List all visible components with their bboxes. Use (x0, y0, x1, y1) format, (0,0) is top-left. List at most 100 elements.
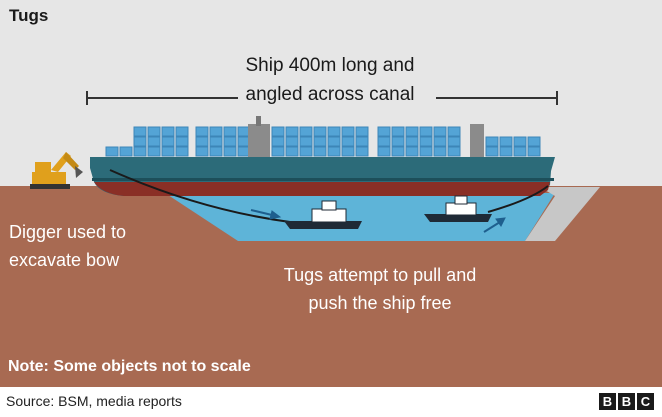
container (285, 126, 299, 137)
container (161, 126, 175, 137)
container (377, 146, 391, 157)
container (147, 146, 161, 157)
container (327, 126, 341, 137)
container (175, 126, 189, 137)
container (195, 126, 209, 137)
source-credit: Source: BSM, media reports (6, 393, 182, 409)
diagram-title: Tugs (9, 6, 49, 25)
container (209, 146, 223, 157)
pull-arrow (250, 209, 282, 220)
container (327, 136, 341, 147)
diagram-scene (0, 0, 662, 387)
container (499, 146, 513, 157)
container (133, 146, 147, 157)
container (419, 136, 433, 147)
ship-label-line-2: angled across canal (245, 84, 415, 105)
bbc-logo-letter: B (618, 393, 635, 410)
container (195, 136, 209, 147)
container (391, 136, 405, 147)
container (271, 126, 285, 137)
container (223, 126, 237, 137)
ship-length-label: Ship 400m long and angled across canal (210, 51, 450, 109)
container (209, 136, 223, 147)
tugs-label: Tugs attempt to pull and push the ship f… (230, 261, 530, 317)
container (355, 146, 369, 157)
ship-bridge (248, 124, 270, 164)
container (175, 136, 189, 147)
container (377, 126, 391, 137)
bbc-logo: B B C (599, 393, 654, 410)
container (527, 136, 541, 147)
container (175, 146, 189, 157)
scale-note: Note: Some objects not to scale (8, 358, 251, 375)
container (209, 126, 223, 137)
container (527, 146, 541, 157)
container (299, 126, 313, 137)
container (341, 126, 355, 137)
ship-mast (256, 116, 261, 126)
digger-label-line-2: excavate bow (9, 250, 120, 270)
container (147, 126, 161, 137)
container (341, 146, 355, 157)
container (499, 136, 513, 147)
ship-label-line-1: Ship 400m long and (245, 55, 415, 76)
container (447, 146, 461, 157)
container (327, 146, 341, 157)
container (513, 146, 527, 157)
container (313, 136, 327, 147)
tugs-label-line-1: Tugs attempt to pull and (283, 265, 477, 285)
push-arrow (483, 217, 506, 233)
container (405, 136, 419, 147)
container (419, 126, 433, 137)
ship-length-measure (86, 91, 558, 105)
container (223, 146, 237, 157)
container (405, 126, 419, 137)
container (147, 136, 161, 147)
container (271, 146, 285, 157)
container (433, 126, 447, 137)
container (105, 146, 119, 157)
container (223, 136, 237, 147)
container (299, 136, 313, 147)
ship-hull-bottom (94, 182, 550, 196)
container (433, 136, 447, 147)
container (133, 136, 147, 147)
digger-label: Digger used to excavate bow (9, 218, 209, 274)
container (133, 126, 147, 137)
container (313, 126, 327, 137)
container (195, 146, 209, 157)
digger-label-line-1: Digger used to (9, 222, 127, 242)
tugs-label-line-2: push the ship free (308, 293, 452, 313)
container (161, 146, 175, 157)
container (285, 146, 299, 157)
container (447, 136, 461, 147)
container (485, 146, 499, 157)
container (513, 136, 527, 147)
digger (30, 152, 83, 189)
canal-bank (525, 187, 600, 241)
hull-stripe (92, 178, 554, 181)
bbc-logo-letter: B (599, 393, 616, 410)
container (271, 136, 285, 147)
container (447, 126, 461, 137)
container (313, 146, 327, 157)
tug-boat-left (284, 200, 362, 229)
container-stacks (105, 126, 541, 157)
container (391, 126, 405, 137)
container (341, 136, 355, 147)
container (161, 136, 175, 147)
container (119, 146, 133, 157)
footer: Source: BSM, media reports B B C (0, 387, 662, 417)
tow-line-left (109, 169, 291, 223)
ship-funnel (470, 124, 484, 164)
bbc-logo-letter: C (637, 393, 654, 410)
container (419, 146, 433, 157)
container (355, 126, 369, 137)
container (299, 146, 313, 157)
tug-boat-right (424, 195, 492, 222)
container (377, 136, 391, 147)
container (285, 136, 299, 147)
container (355, 136, 369, 147)
tow-line-right (487, 185, 549, 213)
container (433, 146, 447, 157)
